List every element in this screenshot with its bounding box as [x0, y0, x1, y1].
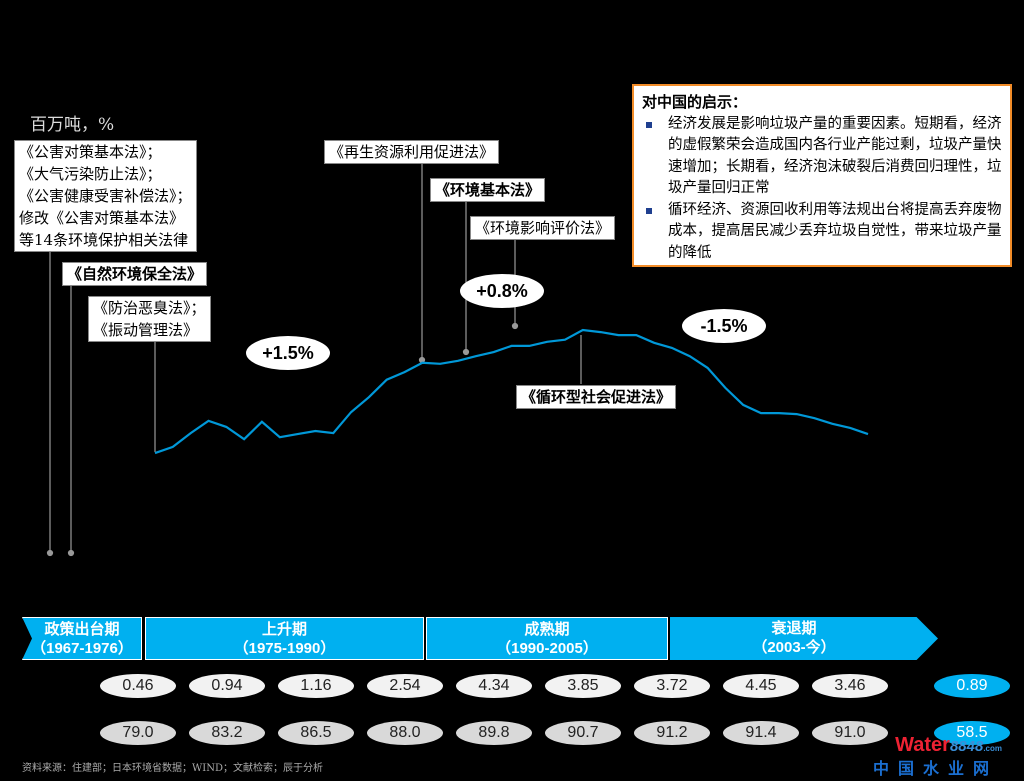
ratio-pill: 91.2	[634, 721, 710, 745]
phase-name: 衰退期	[771, 619, 817, 637]
insight-bullet: 循环经济、资源回收利用等法规出台将提高丢弃废物成本，提高居民减少丢弃垃圾自觉性，…	[642, 200, 1002, 265]
ratio-pill: 91.0	[812, 721, 888, 745]
line-chart	[46, 162, 869, 557]
phase-years: （1967-1976）	[31, 640, 133, 657]
growth-pill: 0.89	[934, 674, 1010, 698]
phase-decline: 衰退期 （2003-今）	[670, 617, 938, 660]
leader-dot	[46, 549, 54, 557]
unit-label: 百万吨，%	[30, 115, 115, 135]
phase-policy: 政策出台期 （1967-1976）	[22, 617, 142, 660]
growth-pill: 4.45	[723, 674, 799, 698]
phase-years: （1990-2005）	[496, 640, 598, 657]
insight-box: 对中国的启示： 经济发展是影响垃圾产量的重要因素。短期看，经济的虚假繁荣会造成国…	[632, 84, 1012, 267]
logo: Water8848.com	[895, 734, 1002, 757]
ratio-pill: 91.4	[723, 721, 799, 745]
ratio-pill: 58.5	[934, 721, 1010, 745]
phase-name: 成熟期	[524, 620, 570, 638]
ratio-pill: 79.0	[100, 721, 176, 745]
insight-bullet: 经济发展是影响垃圾产量的重要因素。短期看，经济的虚假繁荣会造成国内各行业产能过剩…	[642, 114, 1002, 200]
growth-pill: 4.34	[456, 674, 532, 698]
annotation-pollution-laws: 《公害对策基本法》； 《大气污染防止法》； 《公害健康受害补偿法》； 修改《公害…	[14, 140, 197, 252]
phase-name: 上升期	[261, 620, 307, 638]
growth-pill: 3.72	[634, 674, 710, 698]
ratio-pill: 89.8	[456, 721, 532, 745]
growth-pill: 0.46	[100, 674, 176, 698]
ratio-pill: 86.5	[278, 721, 354, 745]
growth-label: +0.8%	[460, 274, 544, 308]
phase-years: （2003-今）	[752, 639, 836, 656]
growth-pill: 3.46	[812, 674, 888, 698]
growth-label: +1.5%	[246, 336, 330, 370]
ratio-pill: 83.2	[189, 721, 265, 745]
annotation-circular-law: 《循环型社会促进法》	[516, 385, 677, 409]
annotation-environment-law: 《环境基本法》	[430, 178, 546, 202]
source-note: 资料来源：住建部；日本环境省数据；WIND；文献检索；辰于分析	[22, 763, 323, 774]
growth-pill: 2.54	[367, 674, 443, 698]
phase-name: 政策出台期	[44, 620, 120, 638]
ratio-pill: 88.0	[367, 721, 443, 745]
leader-dot	[67, 549, 75, 557]
growth-pill: 1.16	[278, 674, 354, 698]
annotation-nature-law: 《自然环境保全法》	[62, 262, 208, 286]
logo-com: .com	[983, 744, 1002, 753]
leader-dot	[462, 348, 470, 356]
phase-years: （1975-1990）	[233, 640, 336, 657]
logo-chinese: 中国水业网	[872, 759, 998, 778]
logo-num: 8848	[949, 738, 984, 755]
annotation-odor-law: 《防治恶臭法》； 《振动管理法》	[88, 296, 211, 342]
annotation-eia-law: 《环境影响评价法》	[470, 216, 616, 240]
leader-dot	[418, 356, 426, 364]
phase-rise: 上升期 （1975-1990）	[145, 617, 424, 660]
logo-brand: Water	[895, 734, 950, 756]
insight-title: 对中国的启示：	[642, 93, 748, 111]
growth-label: -1.5%	[682, 309, 766, 343]
growth-pill: 0.94	[189, 674, 265, 698]
leader-dot	[511, 322, 519, 330]
annotation-recycling-law: 《再生资源利用促进法》	[324, 140, 500, 164]
ratio-pill: 90.7	[545, 721, 621, 745]
phase-mature: 成熟期 （1990-2005）	[426, 617, 668, 660]
growth-pill: 3.85	[545, 674, 621, 698]
